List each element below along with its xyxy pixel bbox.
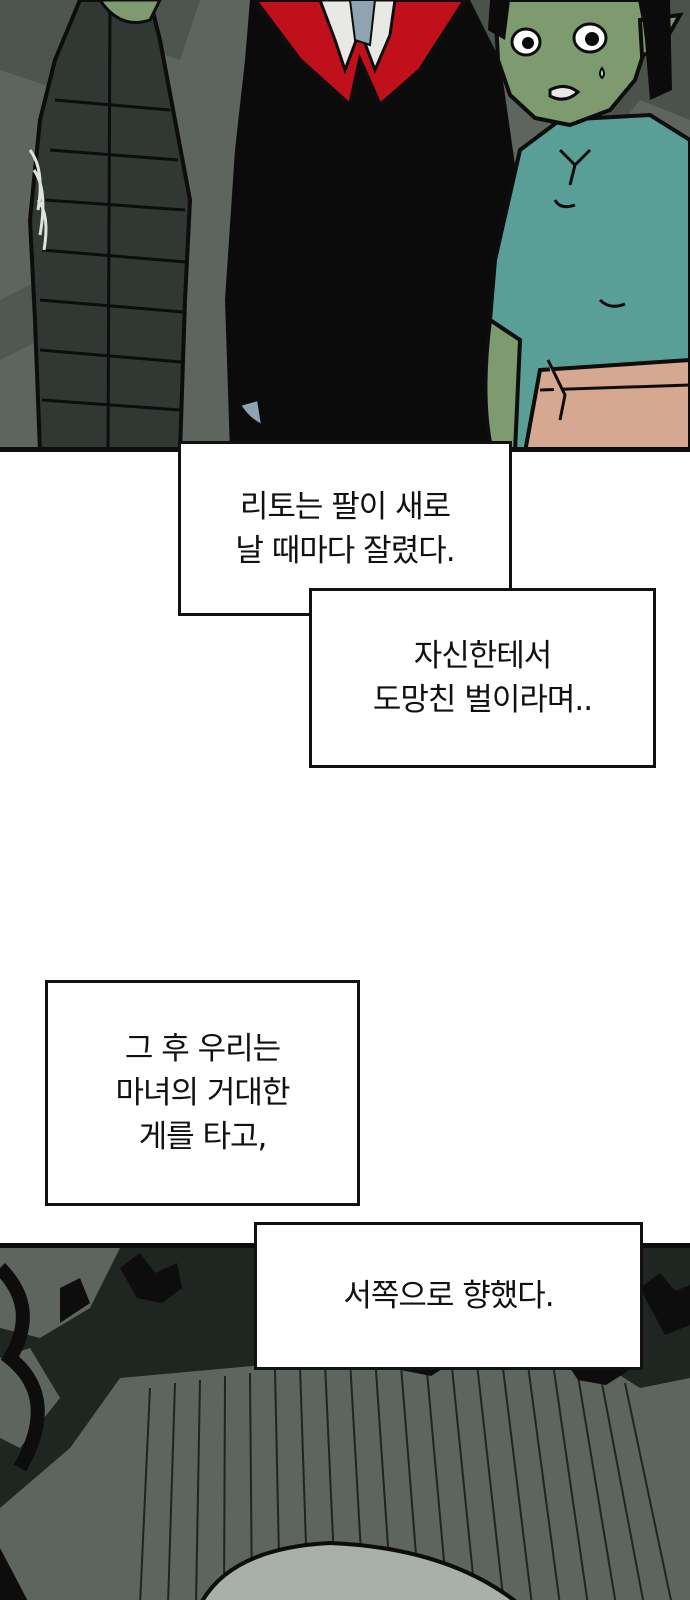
forest-scene-illustration xyxy=(0,0,690,447)
top-comic-panel xyxy=(0,0,690,452)
caption-1-line-1: 리토는 팔이 새로 xyxy=(239,488,451,525)
caption-3-line-3: 게를 타고, xyxy=(138,1119,268,1155)
caption-1-line-2: 날 때마다 잘렸다. xyxy=(235,532,455,569)
caption-3-line-2: 마녀의 거대한 xyxy=(115,1075,291,1111)
caption-4-line-1: 서쪽으로 향했다. xyxy=(343,1278,554,1314)
narration-caption-3: 그 후 우리는 마녀의 거대한 게를 타고, xyxy=(45,980,360,1206)
caption-3-line-1: 그 후 우리는 xyxy=(124,1031,281,1067)
narration-caption-1: 리토는 팔이 새로 날 때마다 잘렸다. xyxy=(178,441,512,616)
caption-2-line-2: 도망친 벌이라며.. xyxy=(372,682,593,718)
narration-caption-4: 서쪽으로 향했다. xyxy=(254,1222,643,1370)
caption-2-line-1: 자신한테서 xyxy=(413,638,553,674)
narration-caption-2: 자신한테서 도망친 벌이라며.. xyxy=(309,588,656,768)
